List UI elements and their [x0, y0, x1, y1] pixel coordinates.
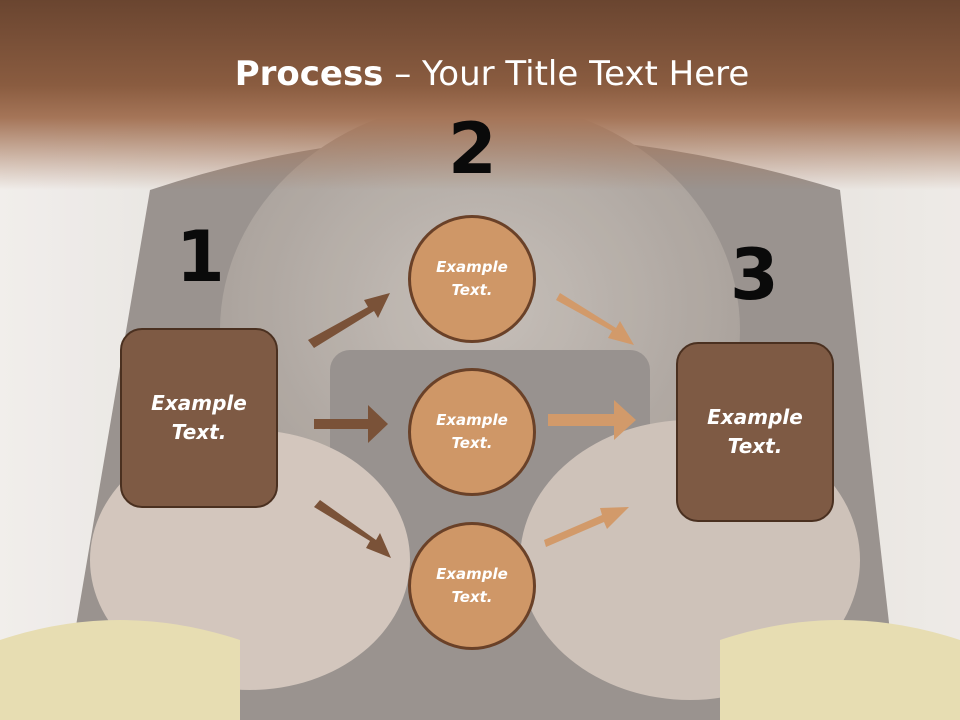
- arrow-left-down: [314, 500, 391, 558]
- step-number-3: 3: [730, 234, 779, 316]
- arrow-right-middle: [548, 400, 636, 440]
- step-number-2: 2: [448, 108, 497, 190]
- step-circle-middle-text: Example Text.: [436, 411, 508, 452]
- slide-title: Process – Your Title Text Here: [0, 52, 960, 96]
- step-circle-bottom-text: Example Text.: [436, 565, 508, 606]
- arrow-right-up: [544, 507, 629, 547]
- step-number-1: 1: [176, 216, 225, 298]
- left-step-box[interactable]: Example Text.: [120, 328, 278, 508]
- right-step-box[interactable]: Example Text.: [676, 342, 834, 522]
- step-circle-bottom[interactable]: Example Text.: [408, 522, 536, 650]
- arrow-left-middle: [314, 405, 388, 443]
- arrow-left-up: [308, 293, 390, 348]
- step-circle-middle[interactable]: Example Text.: [408, 368, 536, 496]
- step-circle-top[interactable]: Example Text.: [408, 215, 536, 343]
- title-bold: Process: [234, 54, 384, 94]
- step-circle-top-text: Example Text.: [436, 258, 508, 299]
- arrow-right-down: [556, 293, 634, 345]
- header-band: [0, 0, 960, 190]
- title-rest: – Your Title Text Here: [383, 54, 750, 94]
- right-step-box-text: Example Text.: [707, 405, 803, 458]
- left-step-box-text: Example Text.: [151, 391, 247, 444]
